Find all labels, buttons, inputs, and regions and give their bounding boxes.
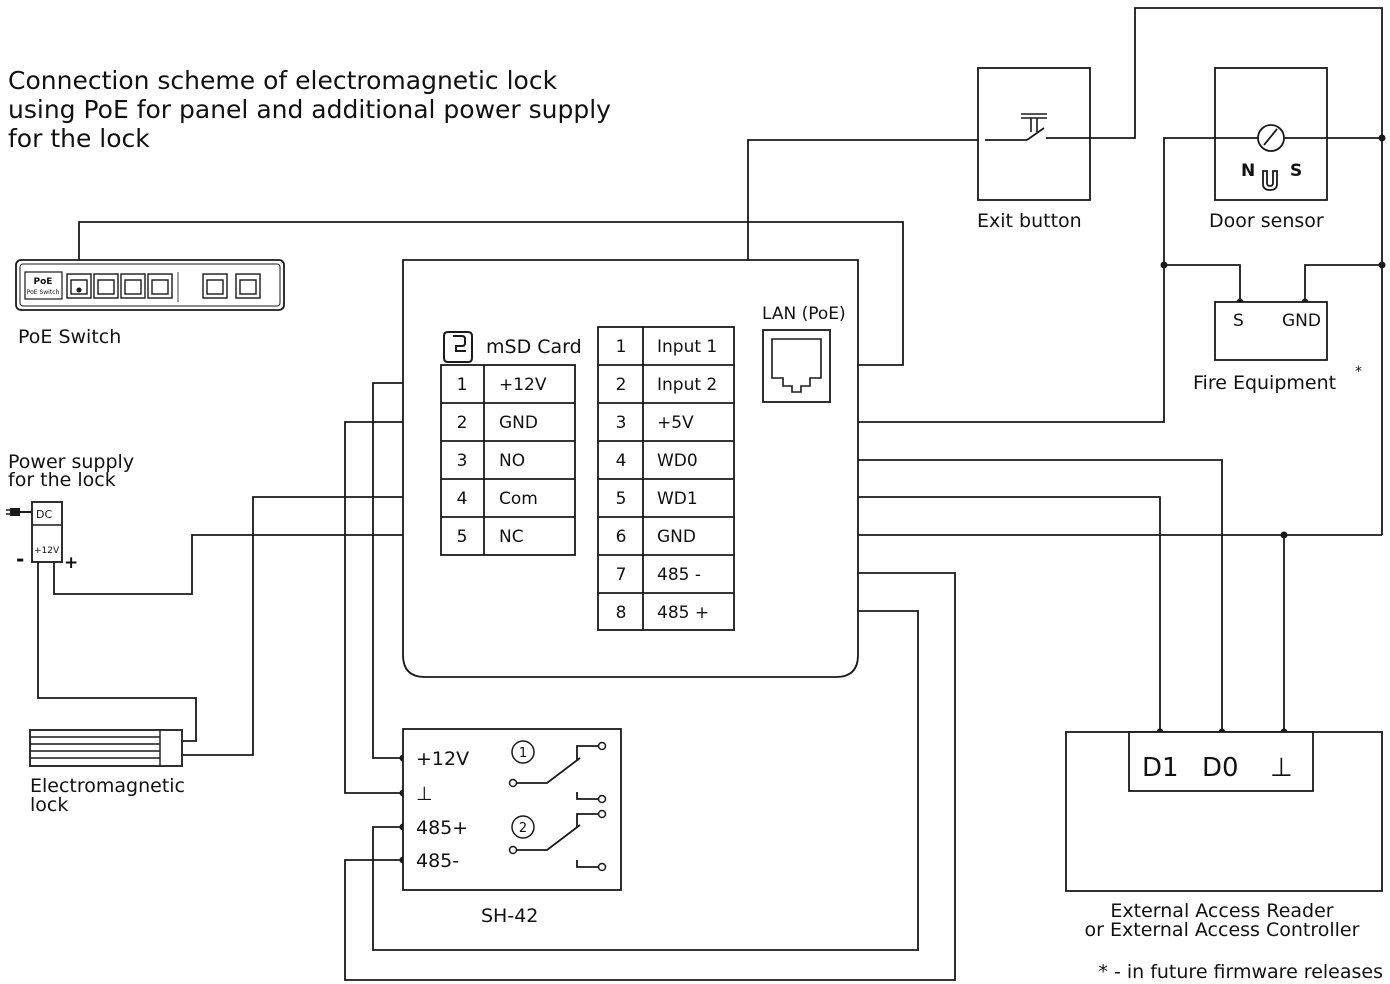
fire-s: S xyxy=(1233,311,1244,331)
rt-num-8: 8 xyxy=(616,603,627,623)
door-sensor-s: S xyxy=(1290,161,1302,181)
poe-switch: PoE PoE Switch xyxy=(15,259,285,311)
rt-name-7: 485 - xyxy=(657,565,701,585)
exit-button xyxy=(977,67,1091,201)
lt-num-2: 2 xyxy=(457,413,468,433)
magnet-icon xyxy=(1262,170,1278,191)
poe-badge: PoE xyxy=(34,277,53,287)
lock-label-2: lock xyxy=(30,794,68,816)
fire-label: Fire Equipment xyxy=(1193,372,1336,394)
rt-name-6: GND xyxy=(657,527,696,547)
right-terminal-block: 1 Input 1 2 Input 2 3 +5V 4 WD0 5 WD1 6 … xyxy=(597,326,735,631)
rt-num-2: 2 xyxy=(616,375,627,395)
rt-name-1: Input 1 xyxy=(657,337,717,357)
msd-label: mSD Card xyxy=(486,336,582,358)
rt-name-8: 485 + xyxy=(657,603,709,623)
left-terminal-block: 1 +12V 2 GND 3 NO 4 Com 5 NC xyxy=(440,364,576,556)
rt-num-4: 4 xyxy=(616,451,627,471)
wire-485-minus xyxy=(344,572,956,981)
power-supply: DC +12V xyxy=(6,501,63,563)
wire-gnd-sh42 xyxy=(344,421,441,794)
psu-label-1: Power supply xyxy=(8,451,134,473)
fire-gnd: GND xyxy=(1282,311,1321,331)
rt-num-3: 3 xyxy=(616,413,627,433)
poe-switch-label: PoE Switch xyxy=(18,326,121,348)
wire-485-plus xyxy=(372,610,919,951)
lt-name-5: NC xyxy=(499,527,524,547)
lt-num-5: 5 xyxy=(457,527,468,547)
title-line-2: using PoE for panel and additional power… xyxy=(8,95,611,124)
reader-d0: D0 xyxy=(1202,753,1239,783)
wire-fire-gnd xyxy=(1304,264,1382,302)
rt-name-4: WD0 xyxy=(657,451,698,471)
wire-nc-psu xyxy=(53,534,441,595)
wires xyxy=(37,7,1383,981)
rt-name-5: WD1 xyxy=(657,489,698,509)
lt-name-4: Com xyxy=(499,489,538,509)
wire-psu-lock xyxy=(37,562,197,742)
rt-num-7: 7 xyxy=(616,565,627,585)
sh42-pin-485minus: 485- xyxy=(416,850,459,872)
door-sensor xyxy=(1214,67,1328,201)
reader-label-2: or External Access Controller xyxy=(1085,919,1360,941)
sh42-pin-485plus: 485+ xyxy=(416,817,468,839)
sh42-pin-gnd: ⊥ xyxy=(416,783,433,805)
relay-1-icon xyxy=(511,740,535,764)
exit-button-label: Exit button xyxy=(977,210,1082,232)
fire-asterisk: * xyxy=(1355,364,1362,380)
title-line-3: for the lock xyxy=(8,124,150,153)
sh42-label: SH-42 xyxy=(481,905,538,927)
wire-exit-top xyxy=(1046,7,1383,139)
door-sensor-label: Door sensor xyxy=(1209,210,1324,232)
door-sensor-n: N xyxy=(1241,161,1255,181)
psu-voltage: +12V xyxy=(34,546,60,556)
rt-name-3: +5V xyxy=(657,413,694,433)
rt-num-5: 5 xyxy=(616,489,627,509)
title-line-1: Connection scheme of electromagnetic loc… xyxy=(8,66,558,95)
rt-num-6: 6 xyxy=(616,527,627,547)
sh42-pin-12v: +12V xyxy=(416,748,469,770)
relay-1-num: 1 xyxy=(519,746,527,761)
psu-label-2: for the lock xyxy=(8,469,116,491)
relay-2-icon xyxy=(511,815,535,839)
lt-num-1: 1 xyxy=(457,375,468,395)
lan-label: LAN (PoE) xyxy=(762,304,846,324)
dc-plug-icon xyxy=(10,508,20,516)
psu-minus: - xyxy=(16,547,24,571)
wire-wd0 xyxy=(735,459,1223,732)
lt-name-3: NO xyxy=(499,451,525,471)
lt-name-1: +12V xyxy=(499,375,547,395)
wire-fire-s xyxy=(1164,264,1241,302)
lock-label-1: Electromagnetic xyxy=(30,775,185,797)
wire-com-lock xyxy=(183,496,441,756)
reader-label-1: External Access Reader xyxy=(1110,900,1333,922)
lt-num-4: 4 xyxy=(457,489,468,509)
external-reader xyxy=(1065,731,1383,892)
psu-plus: + xyxy=(64,553,78,573)
wire-poe-lan xyxy=(78,221,904,366)
psu-dc: DC xyxy=(36,508,52,521)
reed-switch-icon xyxy=(1257,124,1285,152)
rt-name-2: Input 2 xyxy=(657,375,717,395)
sh42-module xyxy=(402,728,622,891)
electromagnetic-lock xyxy=(29,729,183,767)
wire-wd1 xyxy=(735,496,1161,732)
footnote: * - in future firmware releases xyxy=(1098,961,1383,983)
lt-name-2: GND xyxy=(499,413,538,433)
rt-num-1: 1 xyxy=(616,337,627,357)
lan-port-icon xyxy=(762,329,831,403)
msd-card-icon xyxy=(443,331,473,363)
poe-ports xyxy=(66,273,261,299)
relay-2-num: 2 xyxy=(519,821,527,836)
push-button-icon xyxy=(1021,113,1047,132)
reader-gnd: ⊥ xyxy=(1270,753,1293,783)
lt-num-3: 3 xyxy=(457,451,468,471)
reader-d1: D1 xyxy=(1142,753,1179,783)
poe-badge-sub: PoE Switch xyxy=(27,289,60,296)
fire-equipment xyxy=(1214,301,1328,361)
